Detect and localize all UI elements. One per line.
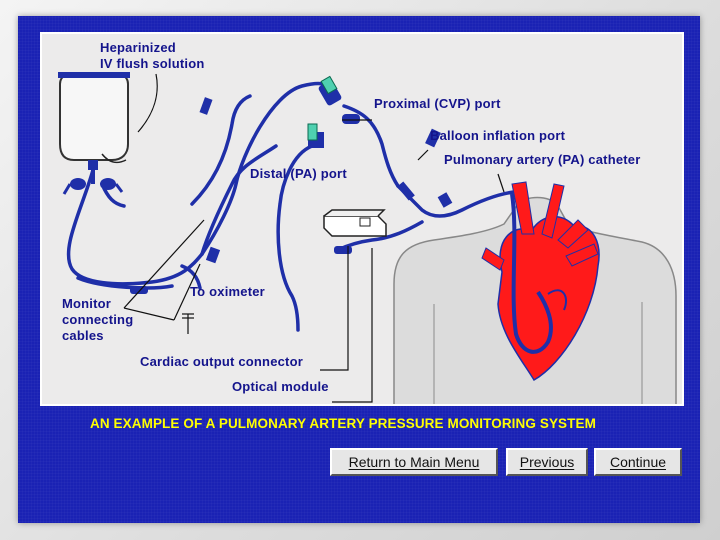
illustration-panel: Heparinized IV flush solution Proximal (… — [40, 32, 684, 406]
label-cardiac-output-connector: Cardiac output connector — [140, 354, 303, 369]
return-to-main-menu-label: Return to Main Menu — [348, 454, 480, 470]
label-optical-module: Optical module — [232, 379, 329, 394]
connectors — [130, 80, 453, 294]
continue-button[interactable]: Continue — [594, 448, 682, 476]
pa-monitoring-diagram — [58, 72, 677, 404]
label-heparinized-iv-flush: Heparinized IV flush solution — [100, 40, 205, 71]
heart — [481, 181, 600, 382]
iv-bag — [58, 72, 130, 195]
app-window: Heparinized IV flush solution Proximal (… — [18, 16, 700, 523]
optical-module — [323, 209, 387, 237]
label-to-oximeter: To oximeter — [190, 284, 265, 299]
continue-label: Continue — [609, 454, 667, 470]
diagram-caption: AN EXAMPLE OF A PULMONARY ARTERY PRESSUR… — [90, 416, 596, 431]
leader-lines — [123, 73, 505, 403]
label-proximal-cvp-port: Proximal (CVP) port — [374, 96, 501, 111]
label-distal-pa-port: Distal (PA) port — [250, 166, 347, 181]
previous-label: Previous — [519, 454, 575, 470]
label-monitor-connecting-cables: Monitor connecting cables — [62, 296, 134, 343]
return-to-main-menu-button[interactable]: Return to Main Menu — [330, 448, 498, 476]
previous-button[interactable]: Previous — [506, 448, 588, 476]
label-pa-catheter: Pulmonary artery (PA) catheter — [444, 152, 641, 167]
label-balloon-inflation-port: Balloon inflation port — [430, 128, 566, 143]
